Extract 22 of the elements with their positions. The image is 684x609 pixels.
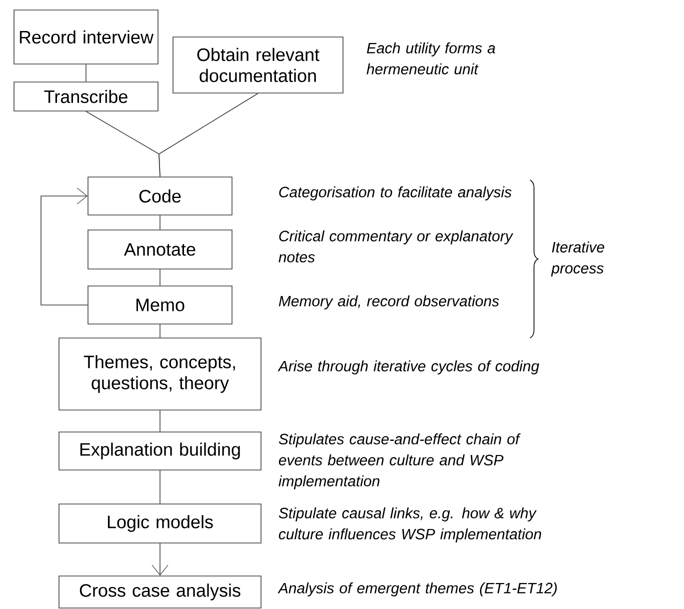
process-box: Transcribe: [14, 82, 158, 112]
description-text: Stipulate causal links, e.g. how & why culture influences WSP implementation: [278, 507, 542, 542]
description-text: Memory aid, record observations: [278, 295, 499, 310]
connector: [158, 93, 258, 177]
process-box: Annotate: [88, 230, 232, 270]
description-text: Critical commentary or explanatory notes: [278, 230, 514, 262]
description-text: Each utility forms a hermeneutic unit: [366, 42, 496, 74]
connector: [152, 543, 168, 576]
process-box: Obtain relevant documentation: [172, 36, 344, 94]
process-box: Explanation building: [58, 432, 262, 470]
process-box: Logic models: [58, 504, 262, 544]
connector: [40, 188, 88, 306]
process-box: Record interview: [14, 10, 158, 64]
process-box: Code: [88, 176, 232, 216]
annotation-text: Iterative process: [551, 242, 604, 276]
description-text: Arise through iterative cycles of coding: [278, 360, 540, 374]
process-box: Cross case analysis: [58, 576, 262, 608]
process-box: Memo: [88, 286, 232, 324]
description-text: Analysis of emergent themes (ET1-ET12): [278, 582, 557, 596]
description-text: Stipulates cause-and-effect chain of events between culture and WSP implementation: [278, 433, 521, 490]
description-text: Categorisation to facilitate analysis: [279, 186, 512, 200]
process-box: Themes, concepts, questions, theory: [58, 338, 262, 410]
